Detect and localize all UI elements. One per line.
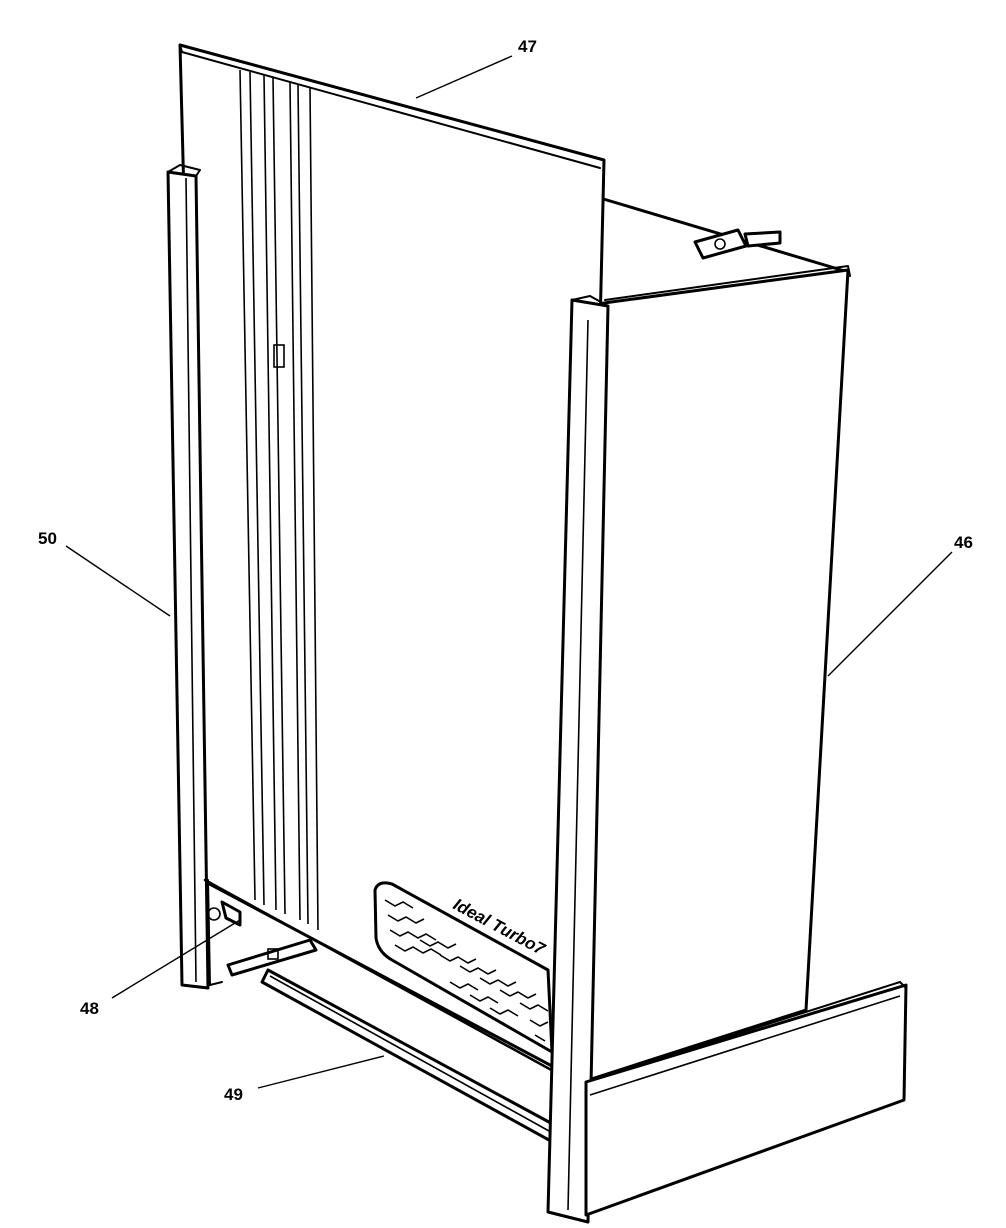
- left-side-strip: [166, 164, 210, 990]
- leader-50: [65, 545, 171, 617]
- panel-slot: [273, 344, 285, 368]
- bottom-plinth: [584, 981, 908, 1217]
- leader-46: [827, 551, 953, 677]
- callout-50: 50: [38, 529, 57, 548]
- leader-48: [111, 919, 241, 999]
- top-bracket: [693, 228, 782, 260]
- callout-47: 47: [518, 37, 537, 56]
- right-side-panel: [580, 196, 851, 1084]
- lower-bracket: [203, 878, 557, 1074]
- callout-48: 48: [80, 999, 99, 1018]
- callout-46: 46: [954, 533, 973, 552]
- leader-47: [415, 55, 513, 99]
- front-panel: Ideal Turbo7: [178, 43, 606, 1084]
- callout-49: 49: [224, 1085, 243, 1104]
- leader-49: [257, 1055, 385, 1089]
- front-right-strip: [546, 295, 610, 1224]
